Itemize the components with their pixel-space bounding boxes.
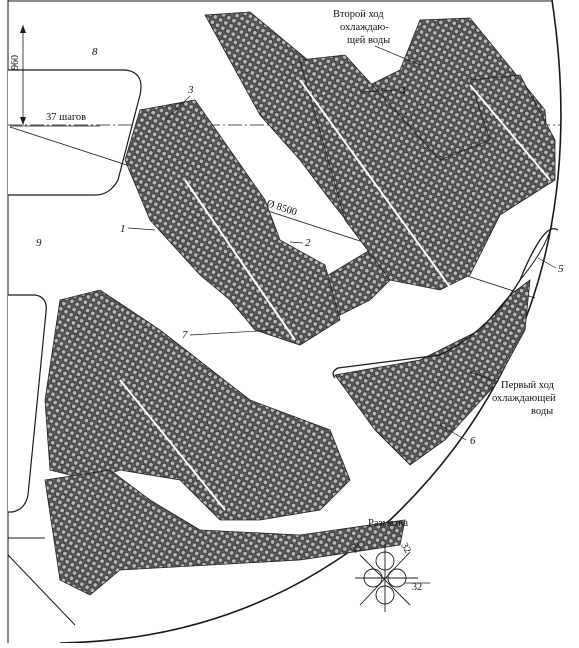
first-pass-line-2: охлаждающей <box>492 393 556 404</box>
first-pass-line-1: Первый ход <box>501 380 555 391</box>
second-pass-line-3: щей воды <box>347 35 390 46</box>
callout-7: 7 <box>182 329 188 341</box>
partition-plate-5-outer <box>519 224 553 281</box>
partition-8 <box>8 69 142 196</box>
callout-9: 9 <box>36 237 42 249</box>
dim-960-arrow-bottom <box>20 117 26 125</box>
callout-4: 4 <box>400 85 406 97</box>
callout-6-leader <box>439 424 467 441</box>
dim-960-label: 960 <box>10 55 21 70</box>
marking-pattern <box>355 545 418 612</box>
marking-title: Разметка <box>368 518 408 529</box>
marking-dim-a: 32 <box>348 541 363 555</box>
marking-axis-d2 <box>359 551 411 606</box>
shell-outline <box>59 0 562 644</box>
tube-bundle-upper-right <box>299 54 556 291</box>
marking-dim-c: 32 <box>412 582 422 593</box>
callout-5-leader <box>537 257 557 269</box>
partition-9-diag <box>7 554 76 626</box>
second-pass-line-1: Второй ход <box>333 9 384 20</box>
callout-4-leader <box>359 89 399 93</box>
marking-dim-b: 32 <box>398 541 413 555</box>
tube-bundle-lower <box>44 289 351 521</box>
second-pass-leader <box>374 45 421 66</box>
marking-axis-d1 <box>359 554 411 606</box>
tube-bundle-first-pass <box>334 279 531 466</box>
partition-plate-5 <box>332 228 559 379</box>
callout-6: 6 <box>470 435 476 447</box>
dim-960-arrow-top <box>20 25 26 33</box>
callout-2-leader <box>289 241 304 244</box>
callout-8: 8 <box>92 46 98 58</box>
second-pass-line-2: охлаждаю- <box>340 22 389 33</box>
slot-line-4 <box>469 84 551 181</box>
callout-3: 3 <box>187 84 194 96</box>
partition-9-lower <box>8 294 47 513</box>
callout-7-leader <box>189 329 276 336</box>
tube-bundle-bottom-strip <box>44 469 406 596</box>
callout-2: 2 <box>305 237 311 249</box>
first-pass-line-3: воды <box>531 406 553 417</box>
callout-1: 1 <box>120 223 126 235</box>
steps-label: 37 шагов <box>46 112 86 123</box>
first-pass-leader <box>469 371 499 383</box>
callout-3-leader <box>164 95 191 121</box>
callout-5: 5 <box>558 263 564 275</box>
slot-line-1 <box>299 79 453 291</box>
slot-line-3 <box>119 379 226 511</box>
callout-1-leader <box>127 227 156 231</box>
tube-bundle-middle <box>124 99 341 346</box>
slot-line-2 <box>184 179 296 341</box>
